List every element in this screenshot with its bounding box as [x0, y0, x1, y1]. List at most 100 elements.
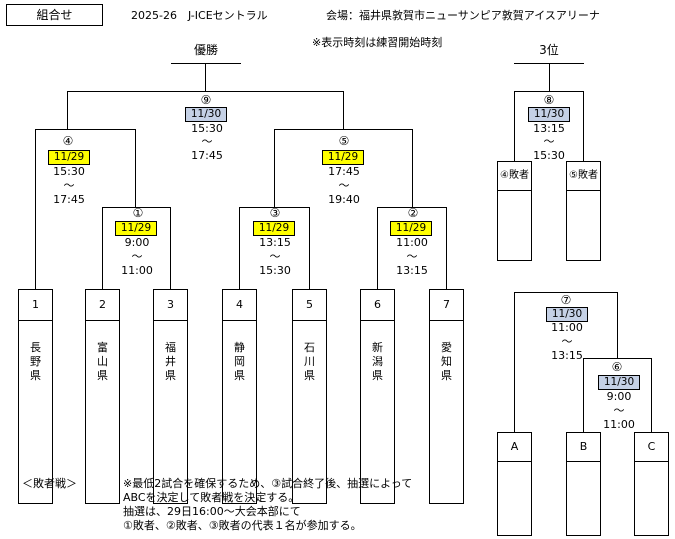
match-6-end: 11:00 [603, 418, 635, 431]
match-9-end: 17:45 [191, 149, 223, 162]
line [309, 207, 310, 289]
match-2-start: 11:00 [396, 236, 428, 249]
consolation-label: ＜敗者戦＞ [22, 477, 77, 490]
line [377, 207, 378, 289]
match-5-bar [274, 129, 413, 130]
team-number: 3 [154, 290, 187, 321]
team-name: 愛知県 [441, 341, 452, 382]
team-name: 富山県 [97, 341, 108, 382]
match-6-start: 9:00 [606, 390, 632, 403]
team-number: 2 [86, 290, 119, 321]
team-box-6: 6 新潟県 [360, 289, 395, 504]
match-9-start: 15:30 [191, 122, 223, 135]
match-1-wave: ～ [131, 250, 143, 263]
match-3-bar [239, 207, 310, 208]
match-6-wave: ～ [613, 404, 625, 417]
match-4-number: ④ [62, 134, 74, 148]
line [412, 129, 413, 207]
match-3-date: 11/29 [253, 221, 295, 236]
match-3-start: 13:15 [259, 236, 291, 249]
match-8-start: 13:15 [533, 122, 565, 135]
team-box-c: C [634, 432, 669, 536]
footer-note-1: ※最低2試合を確保するため、③試合終了後、抽選によって [123, 477, 413, 490]
footer-note-2: ABCを決定して敗者戦を決定する。 [123, 491, 300, 504]
team-name: 新潟県 [372, 341, 383, 382]
line [651, 358, 652, 432]
match-6-bar [583, 358, 652, 359]
team-number: 5 [293, 290, 326, 321]
team-a-label: A [498, 433, 531, 462]
third-place-left-box: ④敗者 [497, 161, 532, 261]
line [514, 91, 515, 161]
page-title: 組合せ [36, 8, 73, 22]
team-name: 静岡県 [234, 341, 245, 382]
match-2-date: 11/29 [390, 221, 432, 236]
line [583, 358, 584, 432]
line [35, 129, 36, 289]
loser-4-label: ④敗者 [498, 162, 531, 191]
match-1-start: 9:00 [124, 236, 150, 249]
line [205, 63, 206, 91]
match-2-number: ② [407, 206, 419, 220]
third-place-right-box: ⑤敗者 [566, 161, 601, 261]
time-note: ※表示時刻は練習開始時刻 [312, 36, 443, 49]
third-place-label: 3位 [539, 43, 559, 57]
match-6-date: 11/30 [598, 375, 640, 390]
champion-bar [171, 63, 241, 64]
team-box-4: 4 静岡県 [222, 289, 257, 504]
match-8-end: 15:30 [533, 149, 565, 162]
team-box-1: 1 長野県 [18, 289, 53, 504]
match-7-end: 13:15 [551, 349, 583, 362]
line [617, 292, 618, 358]
team-c-label: C [635, 433, 668, 462]
match-2-end: 13:15 [396, 264, 428, 277]
event-name: 2025-26 J-ICEセントラル [131, 9, 268, 22]
match-1-end: 11:00 [121, 264, 153, 277]
line [514, 292, 515, 432]
match-9-date: 11/30 [185, 107, 227, 122]
loser-5-label: ⑤敗者 [567, 162, 600, 191]
match-1-bar [102, 207, 171, 208]
team-number: 1 [19, 290, 52, 321]
line [549, 63, 550, 91]
team-box-3: 3 福井県 [153, 289, 188, 504]
match-8-date: 11/30 [528, 107, 570, 122]
match-5-start: 17:45 [328, 165, 360, 178]
match-7-date: 11/30 [546, 307, 588, 322]
match-9-wave: ～ [201, 135, 213, 148]
match-5-date: 11/29 [322, 150, 364, 165]
line [274, 129, 275, 207]
team-box-7: 7 愛知県 [429, 289, 464, 504]
team-name: 長野県 [30, 341, 41, 382]
match-4-start: 15:30 [53, 165, 85, 178]
team-name: 福井県 [165, 341, 176, 382]
match-6-number: ⑥ [611, 360, 623, 374]
footer-note-4: ①敗者、②敗者、③敗者の代表１名が参加する。 [123, 519, 362, 532]
team-number: 7 [430, 290, 463, 321]
match-9-number: ⑨ [200, 93, 212, 107]
team-b-label: B [567, 433, 600, 462]
team-number: 6 [361, 290, 394, 321]
team-name: 石川県 [304, 341, 315, 382]
match-7-start: 11:00 [551, 321, 583, 334]
match-7-wave: ～ [561, 335, 573, 348]
match-5-number: ⑤ [338, 134, 350, 148]
title-box: 組合せ [6, 4, 103, 26]
match-8-wave: ～ [543, 135, 555, 148]
match-2-bar [377, 207, 447, 208]
team-box-2: 2 富山県 [85, 289, 120, 504]
match-5-wave: ～ [338, 179, 350, 192]
match-3-number: ③ [269, 206, 281, 220]
line [239, 207, 240, 289]
match-8-number: ⑧ [543, 93, 555, 107]
match-1-date: 11/29 [115, 221, 157, 236]
champion-label: 優勝 [193, 43, 218, 57]
venue: 会場：福井県敦賀市ニューサンピア敦賀アイスアリーナ [326, 9, 600, 22]
line [102, 207, 103, 289]
line [170, 207, 171, 289]
match-1-number: ① [132, 206, 144, 220]
line [446, 207, 447, 289]
final-bar [67, 91, 344, 92]
match-7-bar [514, 292, 618, 293]
team-box-5: 5 石川県 [292, 289, 327, 504]
